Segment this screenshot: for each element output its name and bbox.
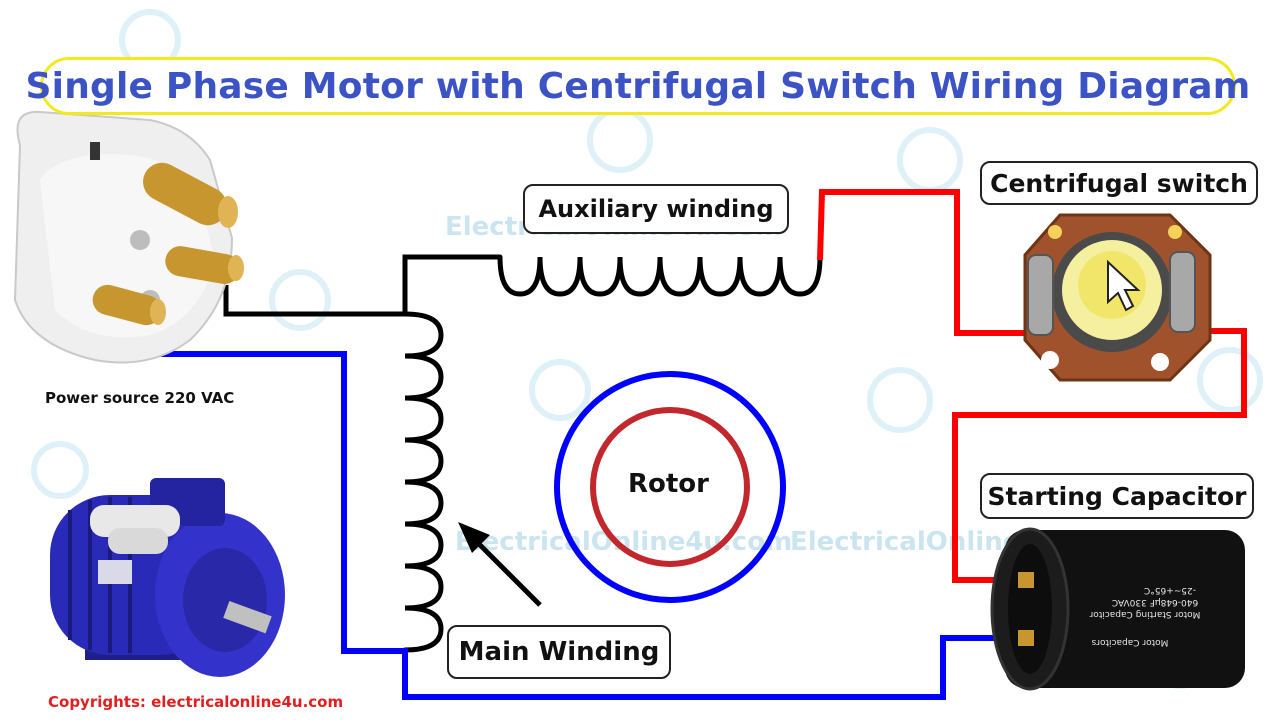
power-source-label: Power source 220 VAC (45, 389, 235, 407)
title-banner: Single Phase Motor with Centrifugal Swit… (26, 57, 1250, 115)
rotor-label: Rotor (628, 469, 709, 499)
plug-icon (13, 110, 244, 364)
auxiliary-winding-label-text: Auxiliary winding (538, 195, 774, 223)
centrifugal-switch-icon (1023, 213, 1212, 382)
red-wire-aux-to-switch (817, 189, 1045, 336)
main-winding-coil (402, 311, 444, 653)
pointer-arrow-head (458, 522, 490, 553)
main-winding-label-text: Main Winding (458, 637, 660, 667)
capacitor-print-line2: Motor Starting Capacitor (1089, 609, 1200, 619)
starting-capacitor-label-text: Starting Capacitor (987, 481, 1247, 511)
centrifugal-switch-label-text: Centrifugal switch (990, 168, 1248, 198)
auxiliary-winding-label: Auxiliary winding (523, 184, 789, 234)
motor-icon (50, 478, 285, 677)
rotor-inner-ring (590, 407, 750, 567)
starting-capacitor-icon: 640-648µF 330VAC Motor Starting Capacito… (990, 527, 1245, 691)
black-wire (223, 254, 500, 317)
copyright-text: Copyrights: electricalonline4u.com (48, 693, 344, 711)
rotor-outer-ring (554, 371, 786, 603)
auxiliary-winding-coil (497, 254, 823, 297)
capacitor-print-line3: -25~+65°C (1144, 585, 1196, 595)
diagram-title: Single Phase Motor with Centrifugal Swit… (25, 65, 1251, 107)
red-wire-switch-to-capacitor (952, 328, 1247, 583)
starting-capacitor-label: Starting Capacitor (980, 473, 1254, 519)
capacitor-print-line1: 640-648µF 330VAC (1112, 597, 1198, 607)
main-winding-label: Main Winding (447, 625, 671, 679)
centrifugal-switch-label: Centrifugal switch (980, 161, 1258, 205)
pointer-arrow-line (470, 535, 542, 607)
capacitor-print-line4: Motor Capacitors (1091, 637, 1168, 647)
